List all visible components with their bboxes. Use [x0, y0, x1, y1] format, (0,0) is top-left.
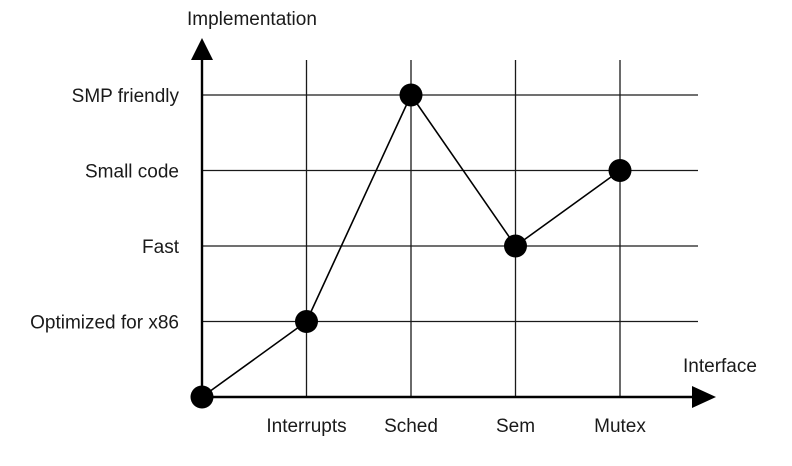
labels: Implementation Interface Optimized for x…: [30, 9, 757, 437]
x-tick-label: Sched: [384, 416, 438, 437]
data-point: [608, 159, 632, 182]
y-tick-label: SMP friendly: [72, 86, 180, 107]
x-tick-label: Sem: [496, 416, 535, 437]
axes: [191, 38, 716, 408]
data-point: [190, 385, 214, 409]
x-tick-label: Interrupts: [266, 416, 346, 437]
y-axis-title: Implementation: [187, 9, 317, 30]
y-tick-label: Fast: [142, 237, 180, 258]
y-tick-label: Optimized for x86: [30, 313, 179, 334]
x-axis-title: Interface: [683, 356, 757, 377]
grid: [202, 60, 698, 397]
x-tick-label: Mutex: [594, 416, 646, 437]
y-tick-label: Small code: [85, 162, 179, 183]
data-point: [504, 234, 527, 258]
data-point: [295, 310, 318, 333]
x-axis-arrowhead: [692, 386, 716, 408]
series: [190, 83, 632, 409]
data-point: [399, 83, 423, 107]
y-axis-arrowhead: [191, 38, 213, 60]
